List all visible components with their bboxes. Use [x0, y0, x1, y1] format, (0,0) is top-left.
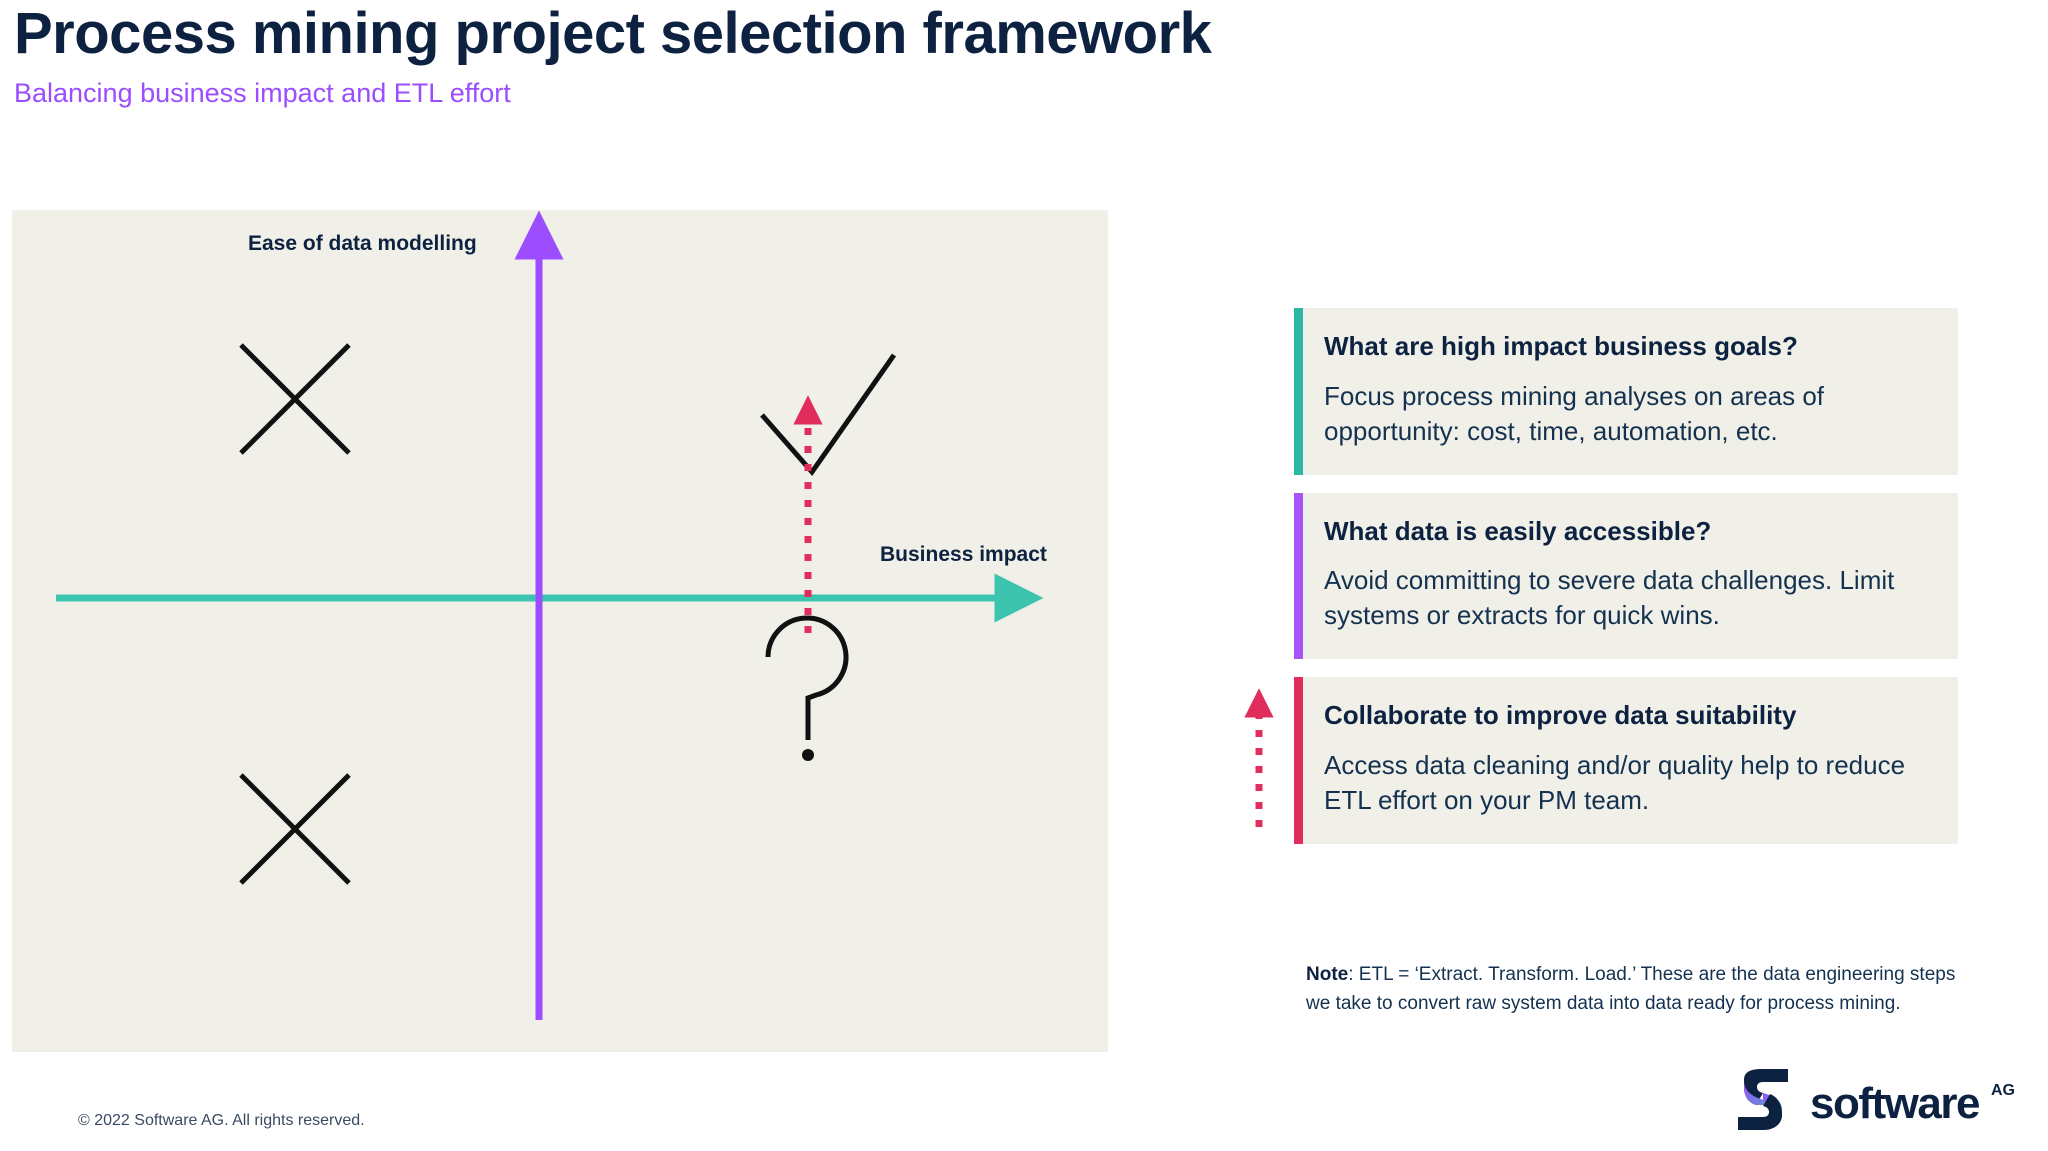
copyright-text: © 2022 Software AG. All rights reserved. — [78, 1112, 365, 1129]
question-mark-dot — [802, 749, 814, 761]
card-title: Collaborate to improve data suitability — [1324, 700, 1797, 731]
y-axis-label: Ease of data modelling — [248, 232, 477, 255]
software-ag-s-mark — [1738, 1069, 1788, 1130]
logo-wordmark: software — [1810, 1079, 1979, 1128]
card-accent-bar — [1294, 677, 1303, 845]
card-body: Avoid committing to severe data challeng… — [1324, 565, 1895, 631]
insight-cards-column: What are high impact business goals? Foc… — [1244, 308, 1958, 862]
insight-card-collaborate-data-suitability[interactable]: Collaborate to improve data suitability … — [1244, 677, 1958, 845]
note-label: Note — [1306, 964, 1349, 985]
quadrant-diagram-panel: Ease of data modelling Business impact — [12, 210, 1108, 1052]
card-body: Focus process mining analyses on areas o… — [1324, 380, 1825, 446]
quadrant-marker-cross-top-left — [239, 343, 351, 455]
page-subtitle: Balancing business impact and ETL effort — [14, 77, 511, 108]
quadrant-marker-question-bottom-right — [765, 615, 849, 740]
insight-card-data-accessibility[interactable]: What data is easily accessible? Avoid co… — [1294, 492, 1958, 660]
card-body: Access data cleaning and/or quality help… — [1324, 749, 1906, 815]
page-title: Process mining project selection framewo… — [14, 1, 1212, 66]
page-header: Process mining project selection framewo… — [14, 1, 1714, 109]
logo-suffix: AG — [1991, 1082, 2015, 1099]
card-title: What are high impact business goals? — [1324, 331, 1798, 361]
card-accent-bar — [1294, 492, 1303, 660]
card-title: What data is easily accessible? — [1324, 515, 1712, 546]
card-accent-bar — [1294, 308, 1303, 475]
insight-card-business-goals[interactable]: What are high impact business goals? Foc… — [1294, 308, 1958, 475]
software-ag-logo: software AG — [1738, 1069, 2015, 1130]
quadrant-marker-cross-bottom-left — [239, 773, 351, 885]
quadrant-marker-check-top-right — [760, 353, 897, 477]
x-axis-label: Business impact — [880, 543, 1047, 566]
quadrant-chart — [56, 210, 1044, 1020]
note-block: Note: ETL = ‘Extract. Transform. Load.’ … — [1306, 961, 1966, 1018]
note-text: : ETL = ‘Extract. Transform. Load.’ Thes… — [1306, 964, 1956, 1014]
collaborate-up-arrow-icon — [1244, 688, 1274, 828]
